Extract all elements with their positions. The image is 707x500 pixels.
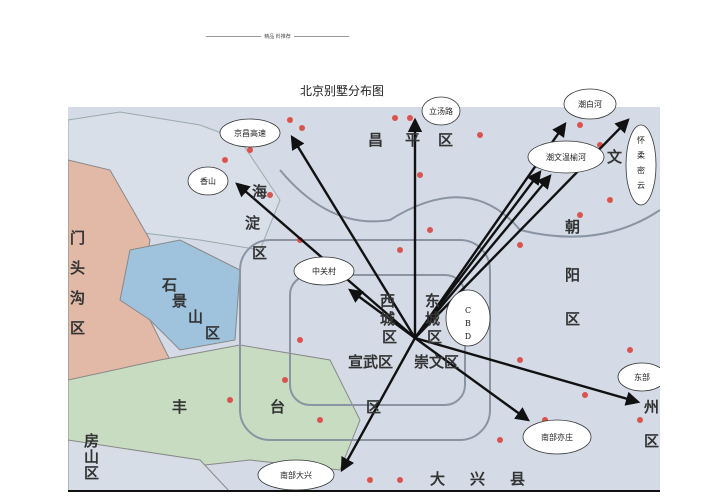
- svg-text:海: 海: [252, 183, 267, 201]
- svg-text:区: 区: [644, 432, 659, 450]
- svg-text:景: 景: [172, 292, 187, 310]
- svg-text:云: 云: [637, 181, 645, 190]
- page-title: 北京别墅分布图: [300, 84, 385, 98]
- svg-text:城: 城: [380, 310, 395, 328]
- page-header: 精品 料推荐: [190, 33, 365, 40]
- svg-text:房: 房: [84, 432, 99, 450]
- label-xiangshan: 香山: [187, 166, 229, 196]
- svg-text:区: 区: [84, 464, 99, 482]
- svg-text:兴: 兴: [470, 470, 485, 488]
- svg-text:区: 区: [438, 131, 453, 149]
- svg-text:潮白河: 潮白河: [578, 99, 602, 109]
- svg-text:沟: 沟: [70, 289, 85, 307]
- svg-text:区: 区: [205, 324, 220, 342]
- svg-text:南部亦庄: 南部亦庄: [541, 432, 573, 442]
- svg-text:东部: 东部: [634, 372, 650, 382]
- label-jingchang: 京昌高速: [219, 118, 281, 148]
- svg-text:中关村: 中关村: [312, 266, 336, 276]
- svg-text:怀: 怀: [637, 135, 645, 145]
- svg-text:区: 区: [427, 328, 442, 346]
- district-labels: 昌平区 海淀区 门头沟区 石景山区 丰台区 西城区 东城区 宣武区崇文区 朝阳区…: [70, 131, 659, 488]
- label-zhongguancun: 中关村: [293, 256, 355, 286]
- svg-text:京昌高速: 京昌高速: [234, 128, 266, 138]
- map-bottom-border: [68, 490, 660, 492]
- svg-text:丰: 丰: [172, 398, 187, 416]
- district-boundary: [279, 169, 660, 238]
- svg-text:C: C: [465, 306, 471, 315]
- svg-text:石: 石: [161, 276, 177, 294]
- svg-text:州: 州: [643, 398, 659, 416]
- label-litang: 立汤路: [421, 96, 461, 126]
- svg-text:宣武区: 宣武区: [348, 353, 393, 371]
- label-daxing: 南部大兴: [257, 459, 335, 491]
- svg-text:大: 大: [430, 470, 445, 488]
- svg-text:县: 县: [510, 470, 525, 488]
- fangshan-region: [68, 439, 231, 492]
- label-chaowen: 潮文温榆河: [527, 140, 605, 174]
- svg-text:崇文区: 崇文区: [414, 353, 459, 371]
- shijingshan-region: [119, 239, 241, 351]
- svg-text:香山: 香山: [200, 176, 216, 186]
- svg-text:东: 东: [425, 292, 440, 310]
- svg-text:昌: 昌: [368, 131, 383, 149]
- svg-text:山: 山: [188, 308, 203, 326]
- svg-text:区: 区: [366, 398, 381, 416]
- label-cbd: CBD: [445, 289, 491, 347]
- label-yizhuang: 南部亦庄: [522, 419, 592, 455]
- svg-text:南部大兴: 南部大兴: [280, 470, 312, 480]
- svg-text:区: 区: [252, 244, 267, 262]
- svg-text:区: 区: [382, 328, 397, 346]
- svg-text:阳: 阳: [565, 266, 580, 284]
- svg-text:台: 台: [270, 398, 285, 416]
- svg-text:潮文温榆河: 潮文温榆河: [546, 152, 586, 162]
- svg-text:立汤路: 立汤路: [429, 106, 453, 116]
- svg-text:区: 区: [565, 310, 580, 328]
- svg-text:B: B: [465, 319, 471, 328]
- svg-text:城: 城: [425, 310, 440, 328]
- svg-text:柔: 柔: [637, 150, 645, 160]
- svg-text:密: 密: [637, 165, 645, 175]
- label-dongbu: 东部: [617, 362, 660, 392]
- svg-text:门: 门: [70, 229, 85, 247]
- svg-text:山: 山: [84, 448, 99, 466]
- svg-text:D: D: [465, 332, 471, 341]
- svg-text:平: 平: [405, 131, 420, 149]
- svg-text:淀: 淀: [245, 214, 261, 232]
- ring-road-4: [239, 239, 491, 441]
- svg-text:朝: 朝: [565, 218, 580, 236]
- svg-text:头: 头: [70, 259, 85, 277]
- label-chaobai: 潮白河: [563, 88, 617, 120]
- svg-text:文: 文: [607, 148, 623, 166]
- svg-text:区: 区: [70, 319, 85, 337]
- beijing-villa-map: 昌平区 海淀区 门头沟区 石景山区 丰台区 西城区 东城区 宣武区崇文区 朝阳区…: [68, 88, 660, 492]
- svg-text:西: 西: [380, 292, 395, 310]
